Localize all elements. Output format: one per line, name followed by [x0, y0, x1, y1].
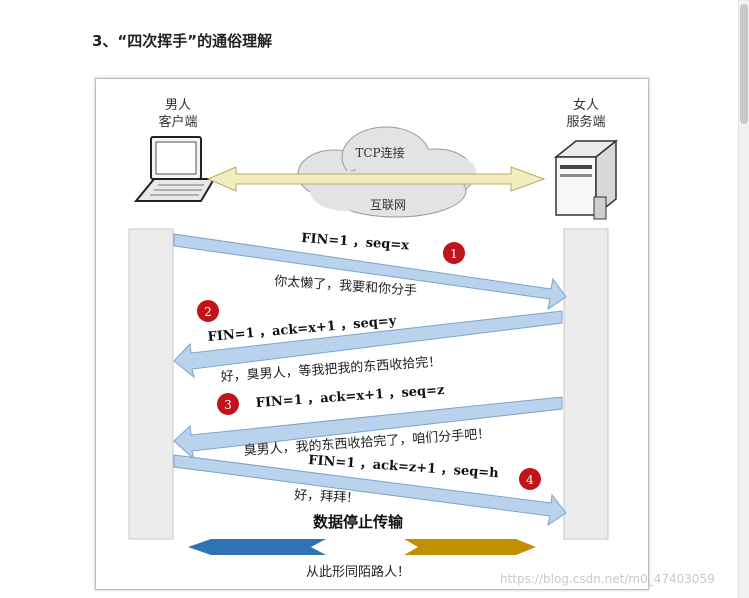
- section-heading: 3、“四次挥手”的通俗理解: [92, 32, 273, 50]
- server-label-line2: 服务端: [566, 114, 605, 130]
- four-way-handshake-diagram: 男人 客户端 女人 服务端 TCP连接 互联网 FIN=1 ，seq=x: [95, 78, 649, 590]
- message-arrow-1: [173, 233, 567, 311]
- tcp-connection-arrow: [206, 166, 546, 192]
- step-number-1: 1: [450, 247, 458, 261]
- step-badge-4: [519, 468, 541, 490]
- farewell-label: 从此形同陌路人！: [306, 564, 410, 580]
- internet-label: 互联网: [370, 198, 406, 212]
- step-number-2: 2: [204, 305, 212, 319]
- message-arrow-4: [173, 454, 567, 527]
- scrollbar[interactable]: [738, 0, 749, 598]
- packet-label-1: FIN=1 ，seq=x: [301, 231, 410, 254]
- scrollbar-thumb[interactable]: [740, 4, 748, 124]
- message-caption-4: 好，拜拜！: [294, 488, 360, 506]
- client-label-line2: 客户端: [158, 114, 197, 130]
- parting-arrow-right: [404, 539, 536, 555]
- watermark: https://blog.csdn.net/m0_47403059: [500, 572, 715, 586]
- tcp-connection-label: TCP连接: [355, 145, 404, 160]
- packet-label-3: FIN=1 ，ack=x+1 ，seq=z: [255, 383, 445, 411]
- server-lifeline: [563, 228, 609, 540]
- laptop-icon: [133, 136, 216, 202]
- stop-transmission-label: 数据停止传输: [313, 513, 404, 531]
- step-number-3: 3: [224, 398, 232, 412]
- parting-arrow-left: [188, 539, 326, 555]
- client-label-line1: 男人: [165, 98, 191, 113]
- server-label-line1: 女人: [573, 97, 599, 113]
- step-badge-1: [443, 242, 465, 264]
- step-badge-2: [197, 300, 219, 322]
- message-arrow-2: [173, 310, 563, 379]
- client-lifeline: [128, 228, 174, 540]
- server-icon: [553, 139, 619, 220]
- step-badge-3: [217, 393, 239, 415]
- step-number-4: 4: [526, 473, 534, 487]
- diagram-canvas: 男人 客户端 女人 服务端 TCP连接 互联网 FIN=1 ，seq=x: [128, 97, 619, 580]
- message-arrow-3: [173, 396, 563, 461]
